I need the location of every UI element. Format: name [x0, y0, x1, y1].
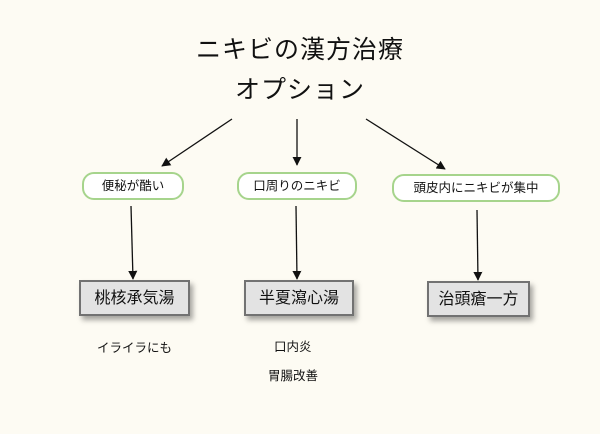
- arrow-scalp-to-remedy: [473, 209, 483, 281]
- remedy-tokakujokito: 桃核承気湯: [79, 280, 190, 316]
- condition-mouth-acne: 口周りのニキビ: [237, 172, 357, 200]
- arrow-title-to-scalp: [365, 118, 446, 170]
- condition-constipation: 便秘が酷い: [82, 172, 184, 200]
- arrow-mouth-to-remedy: [292, 205, 302, 280]
- diagram-title-line2: オプション: [234, 75, 365, 104]
- note-stomatitis: 口内炎: [274, 339, 312, 354]
- arrow-title-to-constipation: [161, 118, 233, 167]
- note-irritability: イライラにも: [97, 340, 173, 355]
- arrow-constipation-to-remedy: [128, 205, 138, 280]
- note-gastrointestinal: 胃腸改善: [268, 368, 319, 383]
- remedy-jizusoippo: 治頭瘡一方: [427, 281, 530, 317]
- condition-scalp-acne: 頭皮内にニキビが集中: [392, 174, 560, 202]
- diagram-title-line1: ニキビの漢方治療: [195, 35, 404, 64]
- remedy-hangeshashinto: 半夏瀉心湯: [244, 280, 354, 316]
